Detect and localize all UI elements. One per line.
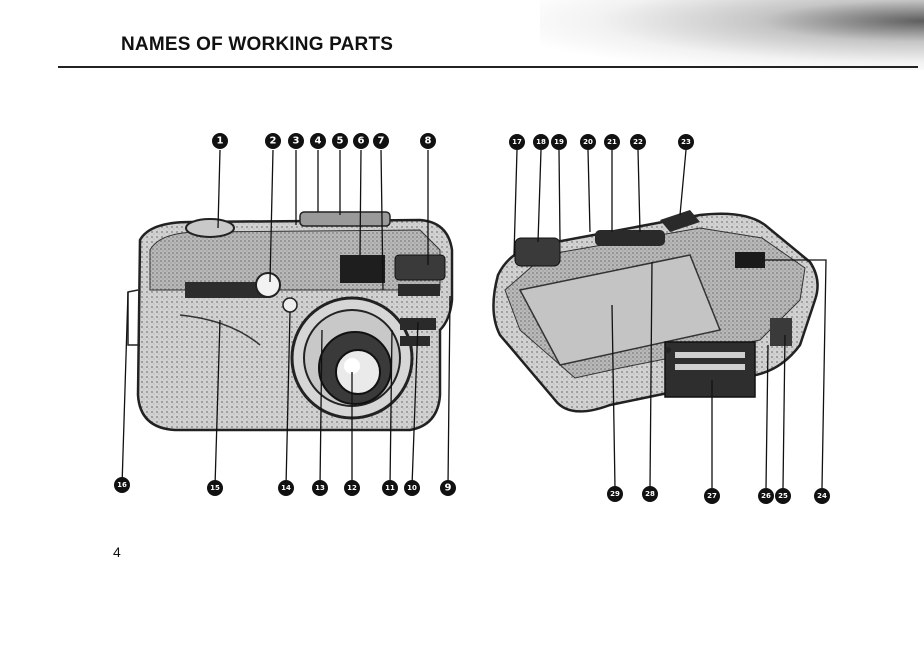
callout-11: 11 — [382, 480, 398, 496]
callout-28: 28 — [642, 486, 658, 502]
svg-text:15: 15 — [210, 484, 220, 492]
svg-text:13: 13 — [315, 484, 325, 492]
callout-29: 29 — [607, 486, 623, 502]
callout-19: 19 — [551, 134, 567, 150]
callout-12: 12 — [344, 480, 360, 496]
callout-26: 26 — [758, 488, 774, 504]
callout-25: 25 — [775, 488, 791, 504]
callout-3: 3 — [288, 133, 304, 149]
callout-5: 5 — [332, 133, 348, 149]
svg-text:12: 12 — [347, 484, 357, 492]
callout-13: 13 — [312, 480, 328, 496]
svg-text:2: 2 — [270, 136, 277, 147]
svg-text:6: 6 — [358, 136, 365, 147]
callout-4: 4 — [310, 133, 326, 149]
svg-text:5: 5 — [337, 136, 344, 147]
callout-21: 21 — [604, 134, 620, 150]
svg-text:19: 19 — [554, 138, 564, 146]
callout-22: 22 — [630, 134, 646, 150]
svg-text:21: 21 — [607, 138, 617, 146]
callout-9: 9 — [440, 480, 456, 496]
callout-23: 23 — [678, 134, 694, 150]
callout-8: 8 — [420, 133, 436, 149]
svg-text:3: 3 — [293, 136, 300, 147]
callout-6: 6 — [353, 133, 369, 149]
callout-16: 16 — [114, 477, 130, 493]
callout-10: 10 — [404, 480, 420, 496]
svg-text:16: 16 — [117, 481, 127, 489]
svg-text:20: 20 — [583, 138, 593, 146]
svg-text:25: 25 — [778, 492, 788, 500]
svg-text:4: 4 — [315, 136, 322, 147]
svg-text:9: 9 — [445, 483, 452, 494]
svg-text:8: 8 — [425, 136, 432, 147]
callout-20: 20 — [580, 134, 596, 150]
callout-14: 14 — [278, 480, 294, 496]
callout-2: 2 — [265, 133, 281, 149]
callout-7: 7 — [373, 133, 389, 149]
callout-17: 17 — [509, 134, 525, 150]
callout-27: 27 — [704, 488, 720, 504]
svg-text:10: 10 — [407, 484, 417, 492]
svg-text:23: 23 — [681, 138, 691, 146]
svg-text:24: 24 — [817, 492, 827, 500]
svg-text:7: 7 — [378, 136, 385, 147]
svg-text:27: 27 — [707, 492, 717, 500]
svg-text:1: 1 — [217, 136, 224, 147]
callout-24: 24 — [814, 488, 830, 504]
camera-back-view — [493, 210, 817, 411]
svg-text:29: 29 — [610, 490, 620, 498]
svg-text:11: 11 — [385, 484, 395, 492]
callout-18: 18 — [533, 134, 549, 150]
svg-text:17: 17 — [512, 138, 522, 146]
svg-text:28: 28 — [645, 490, 655, 498]
svg-text:14: 14 — [281, 484, 291, 492]
callout-1: 1 — [212, 133, 228, 149]
svg-text:22: 22 — [633, 138, 643, 146]
callout-15: 15 — [207, 480, 223, 496]
svg-text:26: 26 — [761, 492, 771, 500]
svg-text:18: 18 — [536, 138, 546, 146]
